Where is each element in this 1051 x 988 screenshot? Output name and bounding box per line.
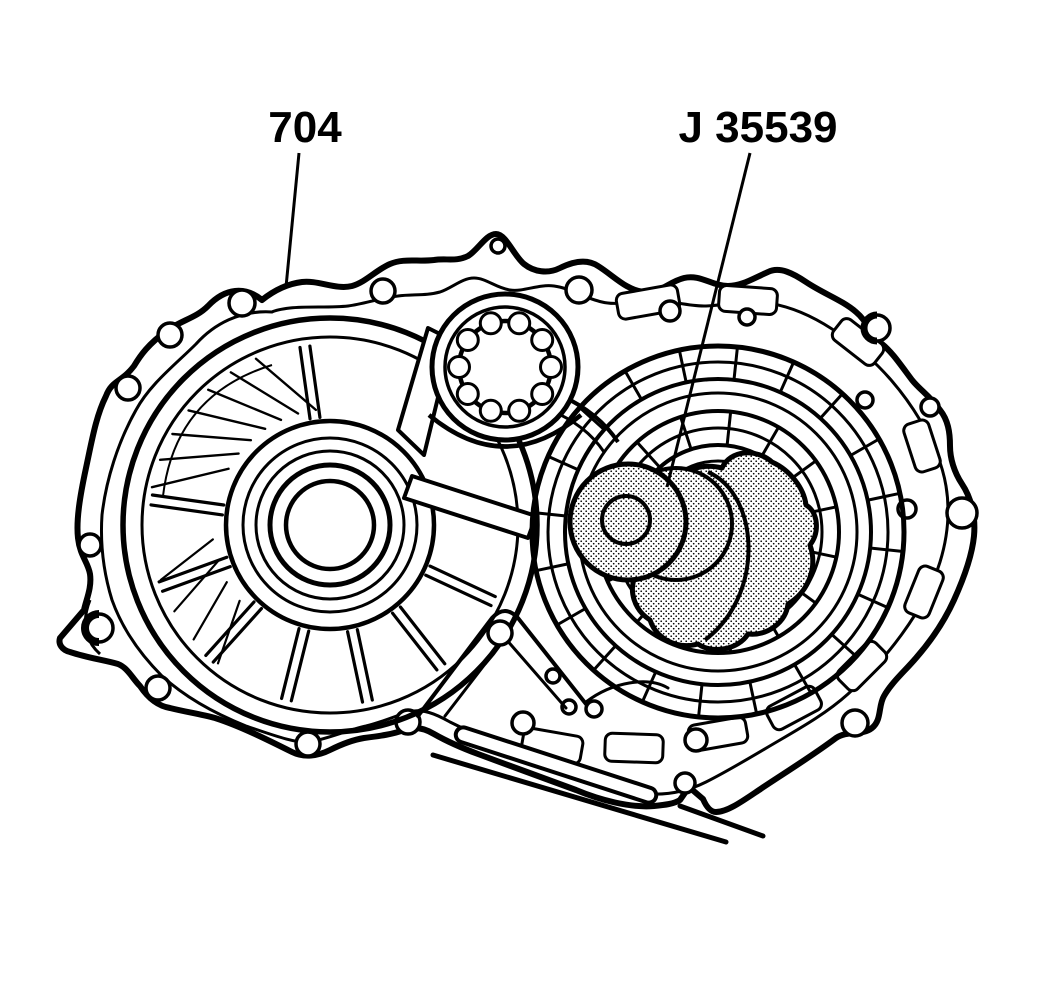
spline-bore [427, 291, 583, 449]
bracket-hole [486, 619, 514, 647]
center-hub [223, 418, 437, 632]
callout-j35539: J 35539 [665, 103, 838, 488]
tool-head-bore [600, 494, 652, 546]
callout-label-j35539: J 35539 [678, 103, 837, 152]
bottom-bracket [416, 609, 766, 845]
filled-hole-accent [81, 610, 100, 646]
short-diagonal-edge [677, 803, 766, 839]
center-bore [283, 478, 377, 572]
left-bearing-face [120, 315, 540, 735]
lower-diagonal-edge [430, 752, 729, 845]
spline-teeth [447, 311, 563, 423]
filled-hole-accent [860, 311, 878, 345]
callout-704: 704 [268, 103, 342, 288]
callout-leader-704 [284, 152, 301, 288]
callout-label-704: 704 [268, 103, 342, 152]
outer-segment-band [532, 346, 904, 718]
callout-leader-j35539 [665, 152, 752, 488]
tool-inner-contour [703, 470, 751, 642]
bottom-slot [453, 725, 659, 805]
hatch-shading [150, 357, 318, 665]
tool-head [567, 461, 689, 583]
seal-installer-tool [567, 450, 819, 652]
bolt-holes [77, 237, 979, 795]
